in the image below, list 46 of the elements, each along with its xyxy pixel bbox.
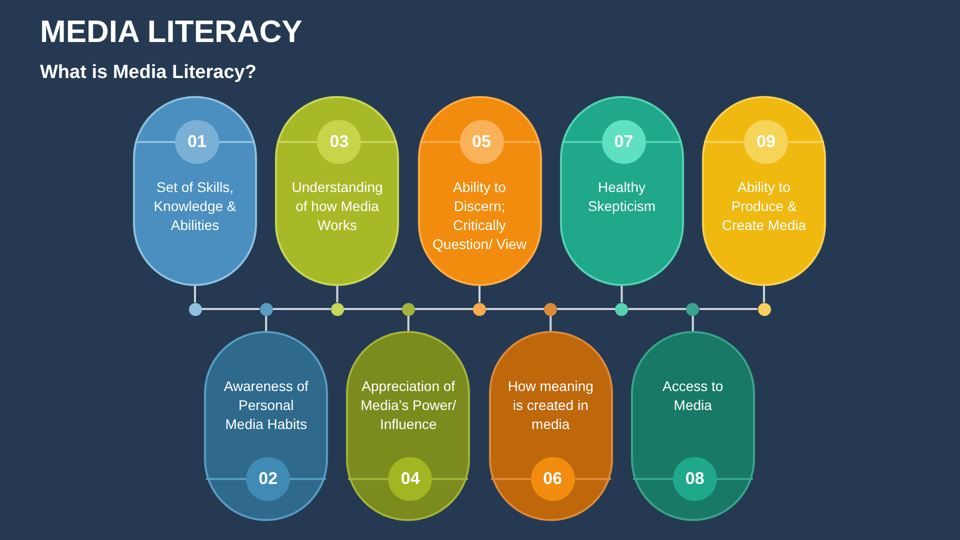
connector-line bbox=[336, 286, 338, 302]
step-number: 02 bbox=[246, 457, 290, 501]
step-text: Appreciation of Media’s Power/ Influence bbox=[360, 377, 456, 434]
step-number: 06 bbox=[530, 457, 575, 501]
step-text: Awareness of Personal Media Habits bbox=[222, 377, 310, 434]
subtitle: What is Media Literacy? bbox=[40, 62, 256, 84]
step-text: How meaning is created in media bbox=[506, 377, 594, 434]
connector-line bbox=[194, 286, 196, 302]
timeline-dot bbox=[402, 302, 415, 316]
timeline-line bbox=[414, 308, 473, 310]
timeline-line bbox=[272, 308, 331, 310]
timeline-dot bbox=[758, 302, 770, 316]
connector-line bbox=[478, 286, 480, 302]
timeline-line bbox=[699, 308, 758, 310]
step-number: 07 bbox=[602, 120, 646, 164]
timeline-line bbox=[557, 308, 616, 310]
timeline-dot bbox=[544, 302, 558, 316]
timeline-dot bbox=[473, 302, 486, 316]
step-text: Healthy Skepticism bbox=[586, 178, 657, 216]
step-number: 08 bbox=[672, 457, 717, 501]
timeline-dot bbox=[260, 302, 273, 316]
connector-line bbox=[265, 316, 268, 331]
step-number: 09 bbox=[744, 120, 788, 164]
step-number: 01 bbox=[175, 120, 219, 164]
timeline-dot bbox=[188, 302, 202, 316]
step-text: Ability to Discern; Critically Question/ View bbox=[432, 178, 528, 254]
timeline-line bbox=[486, 308, 544, 310]
connector-line bbox=[692, 316, 694, 331]
step-number: 03 bbox=[317, 120, 362, 164]
step-text: Understanding of how Media Works bbox=[290, 178, 384, 235]
timeline-line bbox=[202, 308, 260, 310]
step-number: 04 bbox=[388, 457, 432, 501]
timeline-dot bbox=[686, 302, 700, 316]
connector-line bbox=[407, 316, 410, 331]
step-text: Access to Media bbox=[662, 377, 724, 415]
title: MEDIA LITERACY bbox=[40, 14, 302, 50]
step-text: Set of Skills, Knowledge & Abilities bbox=[152, 178, 238, 235]
timeline-line bbox=[344, 308, 402, 310]
step-number: 05 bbox=[460, 120, 504, 164]
connector-line bbox=[763, 286, 765, 302]
timeline-dot bbox=[330, 302, 344, 316]
timeline-line bbox=[628, 308, 686, 310]
timeline-dot bbox=[615, 302, 628, 316]
step-text: Ability to Produce & Create Media bbox=[720, 178, 808, 235]
connector-line bbox=[620, 286, 623, 302]
connector-line bbox=[550, 316, 552, 331]
